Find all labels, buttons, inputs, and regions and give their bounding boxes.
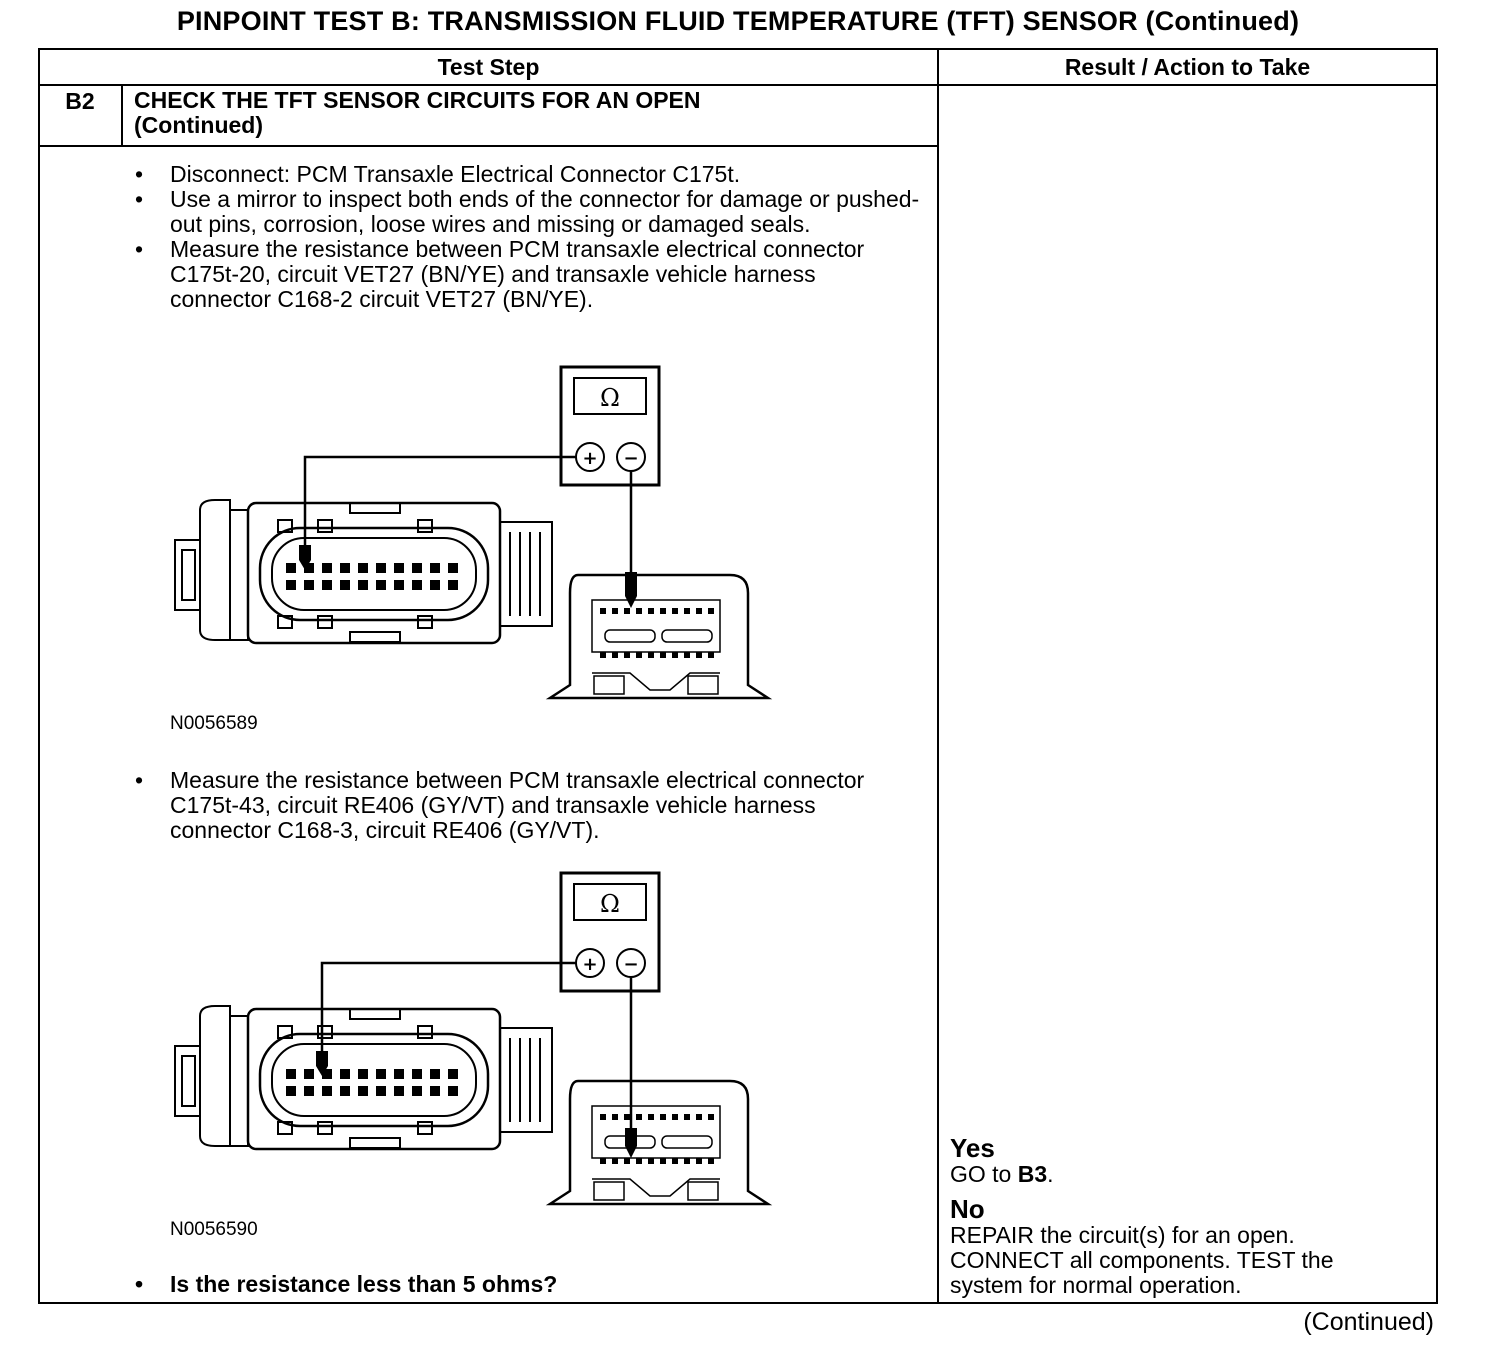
step-title-divider — [38, 145, 938, 147]
bullet-question: • Is the resistance less than 5 ohms? — [132, 1272, 922, 1297]
step-id-divider — [121, 84, 123, 146]
plus-label: + — [582, 448, 597, 469]
meter-symbol: Ω — [600, 384, 620, 412]
page-title: PINPOINT TEST B: TRANSMISSION FLUID TEMP… — [176, 6, 1300, 36]
result-no-heading: No — [950, 1194, 985, 1224]
bullet-text: Measure the resistance between PCM trans… — [170, 767, 865, 843]
step-title: CHECK THE TFT SENSOR CIRCUITS FOR AN OPE… — [134, 88, 914, 138]
positive-lead — [320, 961, 576, 1071]
step-title-line2: (Continued) — [134, 112, 264, 138]
footer-continued: (Continued) — [1303, 1308, 1434, 1336]
figure-2-id: N0056590 — [170, 1219, 258, 1240]
result-yes-heading: Yes — [950, 1133, 995, 1163]
header-test-step: Test Step — [437, 54, 540, 80]
bullet-dot: • — [134, 161, 144, 187]
positive-probe-tip — [299, 545, 311, 570]
ohmmeter — [559, 365, 661, 487]
bullet-inspect: • Use a mirror to inspect both ends of th… — [132, 187, 925, 237]
bullet-measure-2: • Measure the resistance between PCM tran… — [132, 768, 870, 843]
header-result: Result / Action to Take — [1064, 54, 1311, 80]
bullet-text: Disconnect: PCM Transaxle Electrical Con… — [170, 161, 741, 187]
connector-side-clip — [499, 1027, 553, 1133]
bullet-dot: • — [134, 767, 144, 793]
bullet-list-b: • Measure the resistance between PCM tran… — [132, 768, 922, 843]
bullet-text: Measure the resistance between PCM trans… — [170, 236, 865, 312]
result-column: Yes GO to B3. No REPAIR the circuit(s) f… — [950, 1134, 1420, 1298]
meter-symbol: Ω — [600, 890, 620, 918]
connector-side-clip — [499, 521, 553, 627]
bullet-text: Use a mirror to inspect both ends of the… — [170, 186, 920, 237]
bullet-dot: • — [134, 1271, 144, 1297]
meter-display — [573, 377, 647, 415]
connector-latch — [199, 1005, 231, 1147]
ohmmeter — [559, 871, 661, 993]
plus-label: + — [582, 954, 597, 975]
test-table — [38, 48, 1438, 1304]
minus-label: − — [623, 448, 638, 469]
step-id: B2 — [65, 88, 95, 114]
result-yes-text: GO to B3. — [950, 1162, 1420, 1187]
figure-2-wiring-diagram: Ω + − — [174, 871, 773, 1206]
connector-latch — [199, 499, 231, 641]
result-yes-step-link[interactable]: B3 — [1017, 1161, 1048, 1187]
meter-display — [573, 883, 647, 921]
result-yes-prefix: GO to — [950, 1161, 1018, 1187]
negative-probe-tip — [625, 572, 637, 608]
c168-connector — [545, 1079, 773, 1206]
c168-connector — [545, 573, 773, 700]
bullet-text: Is the resistance less than 5 ohms? — [170, 1271, 558, 1297]
column-divider — [937, 48, 939, 1304]
bullet-dot: • — [134, 236, 144, 262]
figure-1-wiring-diagram: Ω + − — [174, 365, 773, 700]
bullet-disconnect: • Disconnect: PCM Transaxle Electrical Co… — [132, 162, 922, 187]
minus-label: − — [623, 954, 638, 975]
bullet-list-c: • Is the resistance less than 5 ohms? — [132, 1272, 922, 1297]
bullet-measure-1: • Measure the resistance between PCM tran… — [132, 237, 870, 312]
c175t-connector — [246, 1007, 502, 1151]
result-yes-suffix: . — [1047, 1161, 1054, 1187]
c175t-connector — [246, 501, 502, 645]
step-title-line1: CHECK THE TFT SENSOR CIRCUITS FOR AN OPE… — [134, 87, 701, 113]
bullet-list-a: • Disconnect: PCM Transaxle Electrical Co… — [132, 162, 922, 312]
negative-probe-tip — [625, 1128, 637, 1158]
header-divider — [38, 84, 1438, 86]
figure-1-id: N0056589 — [170, 713, 258, 734]
positive-probe-tip — [316, 1051, 328, 1076]
result-no-text: REPAIR the circuit(s) for an open. CONNE… — [950, 1222, 1334, 1298]
bullet-dot: • — [134, 186, 144, 212]
positive-lead — [303, 455, 576, 565]
